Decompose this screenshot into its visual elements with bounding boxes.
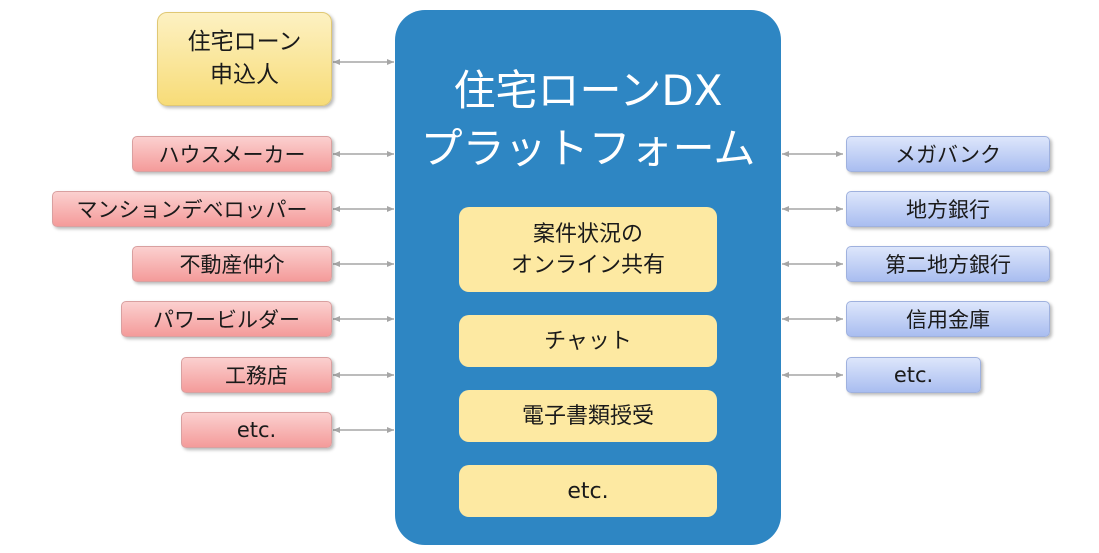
applicant-line2: 申込人 <box>210 62 279 88</box>
left-node-label: 不動産仲介 <box>179 253 285 277</box>
right-node-shinkin-bank: 信用金庫 <box>846 301 1050 337</box>
feature-etc: etc. <box>459 465 717 517</box>
left-node-label: ハウスメーカー <box>158 143 306 167</box>
feature-line: オンライン共有 <box>510 252 665 278</box>
platform-title: 住宅ローンDX プラットフォーム <box>395 62 781 178</box>
right-node-label: 第二地方銀行 <box>885 253 1011 277</box>
feature-document-exchange: 電子書類授受 <box>459 390 717 442</box>
right-node-etc: etc. <box>846 357 981 393</box>
applicant-box: 住宅ローン 申込人 <box>157 12 332 106</box>
left-node-power-builder: パワービルダー <box>121 301 332 337</box>
left-node-construction-shop: 工務店 <box>181 357 332 393</box>
left-node-label: 工務店 <box>225 364 288 388</box>
left-node-mansion-developer: マンションデベロッパー <box>52 191 332 227</box>
feature-line: etc. <box>567 478 609 504</box>
right-node-label: 信用金庫 <box>906 308 990 332</box>
left-node-label: パワービルダー <box>153 308 300 332</box>
right-node-megabank: メガバンク <box>846 136 1050 172</box>
right-node-label: 地方銀行 <box>906 198 990 222</box>
feature-line: 案件状況の <box>532 221 643 247</box>
right-node-regional-bank: 地方銀行 <box>846 191 1050 227</box>
feature-chat: チャット <box>459 315 717 367</box>
feature-line: チャット <box>544 328 632 354</box>
left-node-house-maker: ハウスメーカー <box>132 136 332 172</box>
right-node-label: メガバンク <box>894 143 1002 167</box>
right-node-second-regional-bank: 第二地方銀行 <box>846 246 1050 282</box>
platform-title-line1: 住宅ローンDX <box>453 66 723 115</box>
left-node-real-estate-broker: 不動産仲介 <box>132 246 332 282</box>
feature-online-sharing: 案件状況の オンライン共有 <box>459 207 717 292</box>
feature-line: 電子書類授受 <box>521 403 654 429</box>
platform-title-line2: プラットフォーム <box>420 124 756 173</box>
right-node-label: etc. <box>893 363 934 387</box>
platform-box: 住宅ローンDX プラットフォーム 案件状況の オンライン共有 チャット 電子書類… <box>395 10 781 545</box>
applicant-line1: 住宅ローン <box>187 29 302 55</box>
left-node-label: etc. <box>236 418 277 442</box>
left-node-etc: etc. <box>181 412 332 448</box>
left-node-label: マンションデベロッパー <box>76 198 308 222</box>
